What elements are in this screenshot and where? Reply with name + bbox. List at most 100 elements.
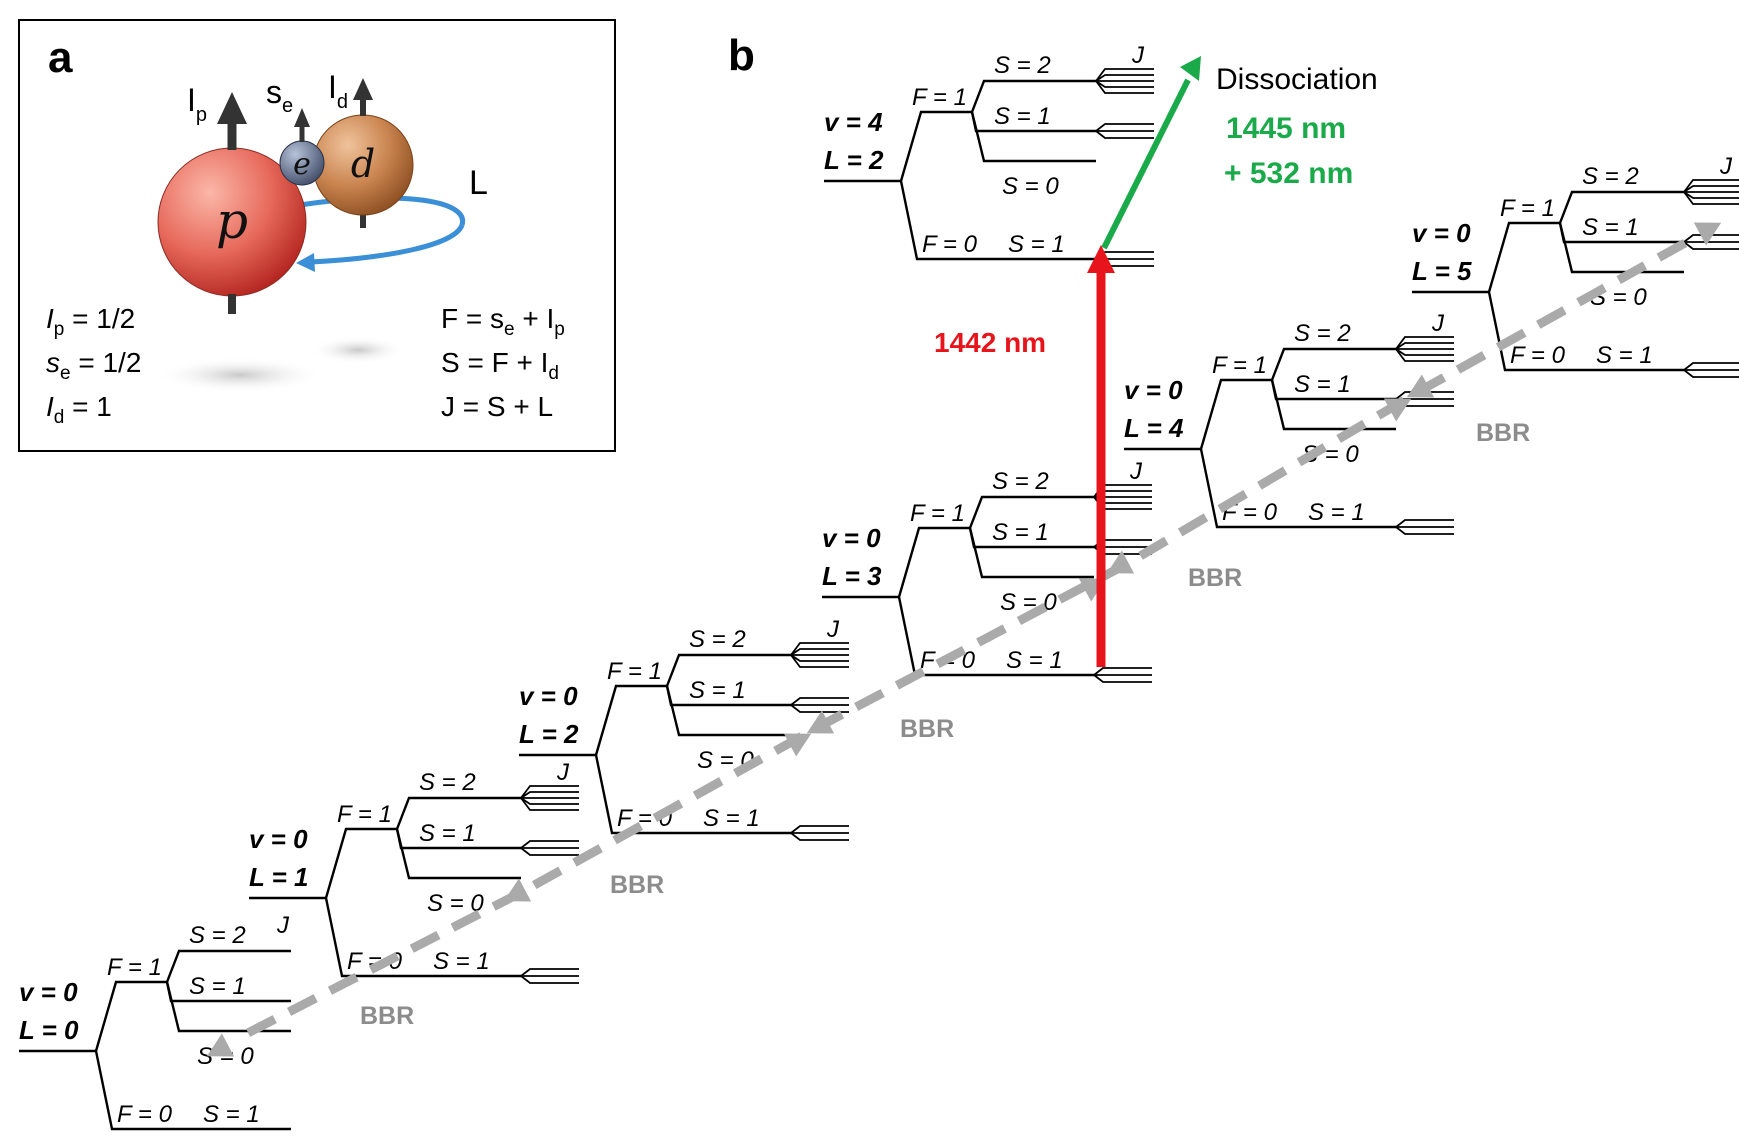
j-sublevel-line xyxy=(790,654,849,662)
j-sublevel-line xyxy=(790,648,849,656)
level-tree-4: v = 0L = 4F = 1F = 0S = 2S = 1S = 0S = 1… xyxy=(1124,310,1454,535)
vibrational-label: v = 4 xyxy=(824,107,883,137)
spin-value-0: Ip = 1/2 xyxy=(46,303,135,340)
s1-lower-label: S = 1 xyxy=(1006,647,1063,674)
j-sublevel-line xyxy=(520,968,579,977)
level-line xyxy=(94,1050,291,1131)
j-sublevel-line xyxy=(1683,179,1739,193)
level-line xyxy=(165,949,291,983)
j-label: J xyxy=(276,912,290,939)
bbr-arrowhead-icon xyxy=(783,733,812,757)
coupling-rule-0: F = se + Ip xyxy=(441,303,565,340)
panel-a-letter: a xyxy=(48,33,73,82)
f1-label: F = 1 xyxy=(607,658,662,685)
level-line xyxy=(899,110,972,182)
label-orbital-l: L xyxy=(469,164,488,202)
dissociation-wavelength-2: + 532 nm xyxy=(1224,157,1353,190)
electron-symbol: e xyxy=(293,147,311,182)
label-id: Id xyxy=(328,69,348,113)
s2-label: S = 2 xyxy=(1582,163,1639,190)
s2-label: S = 2 xyxy=(689,626,746,653)
f1-label: F = 1 xyxy=(1500,195,1555,222)
j-sublevel-line xyxy=(1395,348,1454,362)
j-sublevel-line xyxy=(790,697,849,706)
bbr-arrowhead-icon xyxy=(1106,550,1135,574)
proton-symbol: p xyxy=(216,192,248,250)
j-sublevel-line xyxy=(520,840,579,849)
level-line xyxy=(324,827,397,899)
j-sublevel-line xyxy=(520,797,579,805)
j-sublevel-line xyxy=(1683,191,1739,205)
level-line xyxy=(324,897,521,978)
j-label: J xyxy=(826,616,840,643)
f0-label: F = 0 xyxy=(922,231,978,258)
proton-spin-arrow-icon xyxy=(217,92,247,124)
level-line xyxy=(94,980,167,1052)
j-label: J xyxy=(1431,310,1445,337)
vibrational-label: v = 0 xyxy=(1124,375,1183,405)
s1-lower-label: S = 1 xyxy=(1008,231,1065,258)
vibrational-label: v = 0 xyxy=(19,977,78,1007)
f1-label: F = 1 xyxy=(910,500,965,527)
panel-a: a p d e Ip se Id L Ip = 1/2se xyxy=(18,19,616,452)
j-sublevel-line xyxy=(1395,519,1454,528)
j-sublevel-line xyxy=(1683,369,1739,378)
level-line xyxy=(968,495,1094,529)
s0-label: S = 0 xyxy=(1002,173,1059,200)
level-line xyxy=(970,79,1096,113)
s1-upper-label: S = 1 xyxy=(994,103,1051,130)
spin-value-1: se = 1/2 xyxy=(46,347,141,384)
j-sublevel-line xyxy=(520,847,579,856)
j-sublevel-line xyxy=(1095,123,1154,132)
s1-lower-label: S = 1 xyxy=(1308,499,1365,526)
level-line xyxy=(594,754,791,835)
j-sublevel-line xyxy=(1683,241,1739,250)
s1-lower-label: S = 1 xyxy=(703,805,760,832)
bbr-cascade-line xyxy=(241,239,1688,1040)
j-sublevel-line xyxy=(1095,80,1154,88)
deuteron-spin-arrow-icon xyxy=(353,78,373,100)
spin-value-2: Id = 1 xyxy=(46,391,112,428)
j-sublevel-line xyxy=(790,642,849,656)
level-line xyxy=(1487,291,1684,372)
level-line xyxy=(899,180,1096,261)
level-line xyxy=(1487,221,1560,293)
level-line xyxy=(395,828,521,880)
j-sublevel-line xyxy=(1395,391,1454,400)
vibrational-label: v = 0 xyxy=(1412,218,1471,248)
j-sublevel-line xyxy=(1683,362,1739,371)
j-sublevel-line xyxy=(520,797,579,811)
level-tree-5: v = 0L = 5F = 1F = 0S = 2S = 1S = 0S = 1… xyxy=(1412,153,1739,378)
rotational-label: L = 0 xyxy=(19,1015,79,1045)
level-line xyxy=(897,526,970,598)
j-label: J xyxy=(1129,458,1143,485)
rotational-label: L = 2 xyxy=(824,145,884,175)
s2-label: S = 2 xyxy=(189,922,246,949)
rotational-label: L = 5 xyxy=(1412,256,1472,286)
dissociation-arrow xyxy=(1101,78,1191,250)
excitation-arrowhead-icon xyxy=(1087,245,1115,273)
j-sublevel-line xyxy=(790,654,849,668)
panel-b-letter: b xyxy=(728,31,755,80)
dissociation-wavelength-1: 1445 nm xyxy=(1226,112,1346,145)
vibrational-label: v = 0 xyxy=(519,681,578,711)
dissociation-arrowhead-icon xyxy=(1180,56,1201,81)
orbit-front xyxy=(309,223,465,265)
level-line xyxy=(395,796,521,830)
rotational-label: L = 4 xyxy=(1124,413,1184,443)
bbr-label-0: BBR xyxy=(360,1002,414,1030)
level-tree-0: v = 0L = 0F = 1F = 0S = 2S = 1S = 0S = 1… xyxy=(19,912,291,1131)
j-sublevel-line xyxy=(790,704,849,713)
level-line xyxy=(1199,448,1396,529)
j-sublevel-line xyxy=(520,785,579,799)
deuteron-symbol: d xyxy=(351,142,375,186)
f0-label: F = 0 xyxy=(117,1101,173,1128)
s2-label: S = 2 xyxy=(994,52,1051,79)
bbr-arrowhead-icon xyxy=(1693,222,1722,246)
orbit-arrow-icon xyxy=(296,253,315,272)
s1-lower-label: S = 1 xyxy=(433,948,490,975)
bbr-arrowhead-icon xyxy=(206,1033,235,1057)
level-line xyxy=(1270,347,1396,381)
